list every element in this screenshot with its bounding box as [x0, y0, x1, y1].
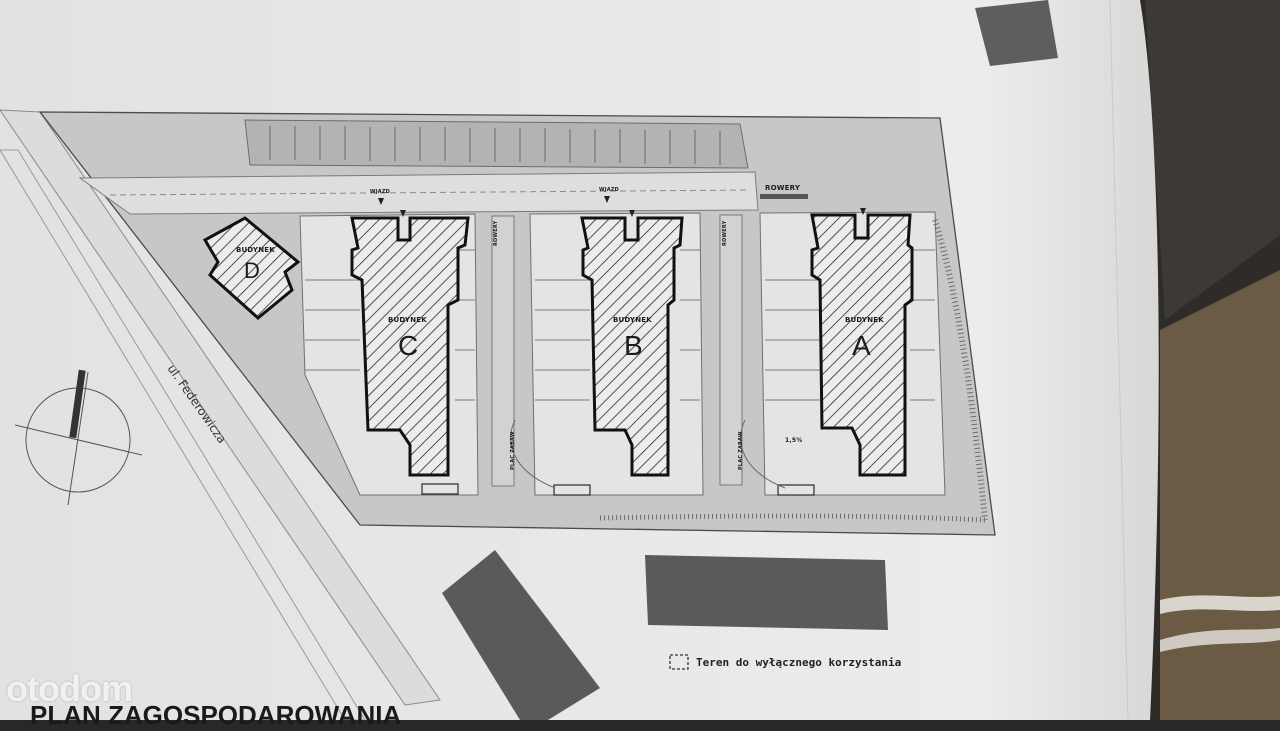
bikes-label-lane-1: ROWERY — [493, 220, 499, 246]
building-c-heading: BUDYNEK — [388, 316, 427, 324]
background-wood — [1160, 270, 1280, 720]
building-d-heading: BUDYNEK — [236, 246, 275, 254]
slope-label: 1,5% — [785, 437, 803, 444]
building-b-heading: BUDYNEK — [613, 316, 652, 324]
compass-symbol — [14, 369, 143, 506]
background-cable-2 — [1160, 628, 1280, 652]
road-centre-line — [109, 189, 751, 196]
playground-path-1 — [510, 419, 556, 489]
building-a-heading: BUDYNEK — [845, 316, 884, 324]
playground-path-2 — [740, 419, 786, 489]
legend-text: Teren do wyłącznego korzystania — [696, 656, 902, 669]
building-b-letter: B — [624, 330, 643, 361]
background-shelf — [1145, 0, 1280, 320]
lane-b-a — [719, 214, 743, 486]
entrance-label-b: WJAZD — [599, 187, 620, 193]
lane-c-b — [491, 215, 515, 487]
watermark-logo: otodom — [6, 668, 133, 709]
neighbour-building-top — [975, 0, 1058, 66]
top-parking-strip — [244, 119, 749, 169]
building-a-footprint — [810, 213, 914, 477]
playground-label-1: PLAC ZABAW — [510, 431, 516, 470]
building-a-letter: A — [852, 330, 871, 361]
entrance-label-c: WJAZD — [370, 189, 391, 195]
bikes-label-top: ROWERY — [765, 184, 801, 192]
background-cable — [1160, 595, 1280, 614]
building-d-letter: D — [244, 258, 260, 283]
bikes-label-lane-2: ROWERY — [722, 220, 728, 246]
bike-racks — [421, 194, 815, 496]
building-c-footprint — [350, 216, 470, 477]
street-federowicza — [0, 109, 441, 706]
building-b-footprint — [580, 216, 684, 477]
building-d-footprint — [202, 216, 301, 320]
neighbour-building-bottom-right — [645, 555, 888, 630]
entrance-arrows — [378, 196, 866, 217]
building-c-letter: C — [398, 330, 419, 361]
paper-border-line — [1109, 0, 1129, 721]
legend-symbol — [669, 654, 689, 670]
courtyard-parking-lines — [305, 249, 935, 401]
slope-hatching — [932, 219, 988, 521]
site-boundary — [38, 111, 996, 536]
neighbour-building-bottom-left — [442, 550, 600, 720]
access-road — [78, 171, 759, 215]
top-parking-stalls — [269, 126, 721, 165]
playground-label-2: PLAC ZABAW — [738, 431, 744, 470]
